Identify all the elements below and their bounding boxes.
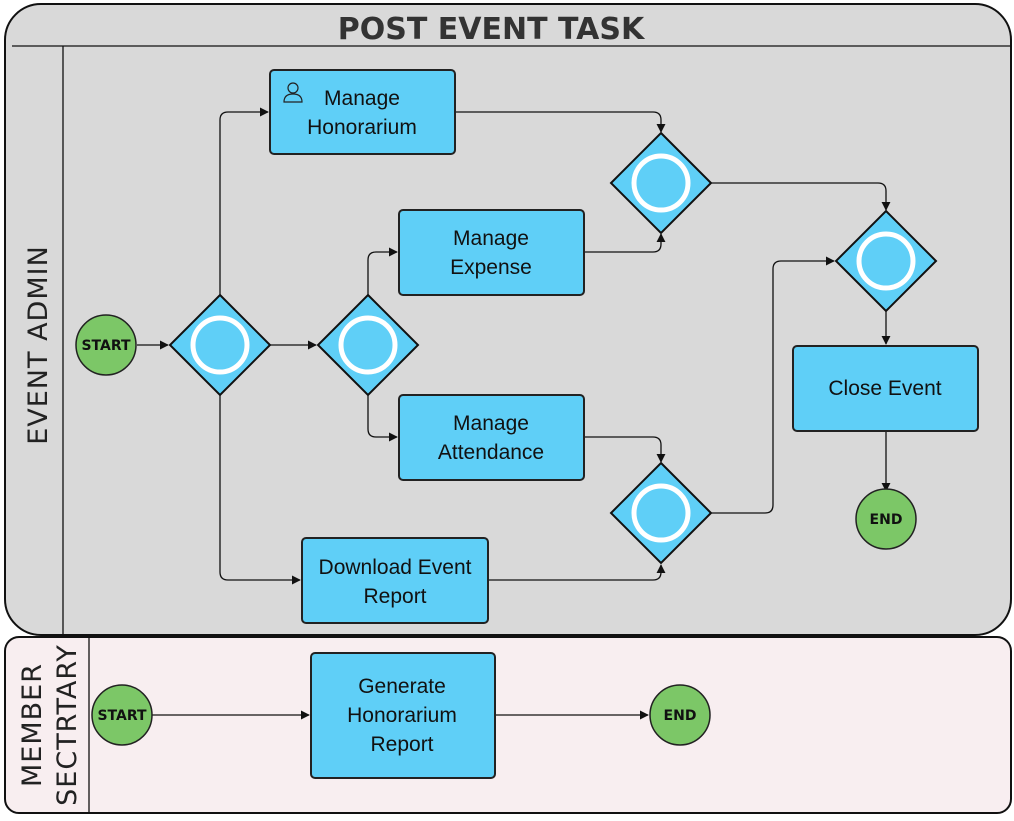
flow-gateway-2-to-manage-expense — [367, 247, 398, 295]
inclusive-gateway-4 — [609, 461, 713, 565]
member-start-label: START — [97, 708, 147, 724]
member-end-event: END — [649, 684, 711, 746]
generate-honorarium-report-label-line2: Honorarium — [347, 704, 457, 727]
member-start-event: START — [91, 684, 153, 746]
flow-gateway-4-to-gateway-5 — [711, 256, 835, 514]
task-manage-expense: Manage Expense — [398, 209, 585, 296]
pool-title: POST EVENT TASK — [338, 12, 646, 47]
pool-post-event-task: POST EVENT TASK EVENT ADMIN — [4, 3, 1012, 636]
close-event-label: Close Event — [828, 377, 941, 400]
member-end-label: END — [664, 708, 697, 724]
download-event-report-label-line1: Download Event — [319, 556, 472, 579]
manage-expense-label-line2: Expense — [450, 256, 532, 279]
task-manage-attendance: Manage Attendance — [398, 394, 585, 481]
inclusive-gateway-5 — [834, 209, 938, 313]
task-manage-honorarium: Manage Honorarium — [269, 69, 456, 155]
flow-gateway-1-to-download-report — [219, 395, 301, 585]
event-admin-lane-label: EVENT ADMIN — [23, 245, 54, 445]
manage-attendance-label-line2: Attendance — [438, 441, 544, 464]
flow-manage-expense-to-gateway-3 — [584, 233, 666, 253]
sequence-flows — [137, 107, 891, 720]
flow-gateway-1-to-manage-honorarium — [219, 107, 269, 295]
generate-honorarium-report-label-line3: Report — [370, 733, 433, 756]
flow-download-report-to-gateway-4 — [488, 564, 666, 581]
task-generate-honorarium-report: Generate Honorarium Report — [310, 652, 496, 779]
admin-start-label: START — [81, 338, 131, 354]
manage-honorarium-label-line2: Honorarium — [307, 116, 417, 139]
flow-gateway-2-to-manage-attendance — [367, 395, 398, 442]
generate-honorarium-report-label-line1: Generate — [358, 675, 446, 698]
member-secretary-lane-label-line2: SECTRTARY — [52, 644, 83, 806]
member-secretary-lane-group: MEMBER SECTRTARY — [4, 636, 1012, 814]
task-close-event: Close Event — [792, 345, 979, 432]
flow-gateway-3-to-gateway-5 — [711, 182, 891, 211]
admin-end-label: END — [870, 512, 903, 528]
user-icon — [283, 82, 303, 103]
flow-manage-attendance-to-gateway-4 — [584, 436, 666, 463]
download-event-report-label-line2: Report — [363, 585, 426, 608]
flow-manage-honorarium-to-gateway-3 — [455, 111, 666, 133]
admin-end-event: END — [855, 488, 917, 550]
inclusive-gateway-1 — [168, 293, 272, 397]
manage-attendance-label-line1: Manage — [453, 412, 529, 435]
member-secretary-lane — [4, 636, 1012, 814]
task-download-event-report: Download Event Report — [301, 537, 489, 624]
manage-honorarium-label-line1: Manage — [324, 87, 400, 110]
member-secretary-lane-label-line1: MEMBER — [17, 663, 48, 787]
event-admin-lane — [4, 3, 1012, 636]
admin-start-event: START — [75, 314, 137, 376]
inclusive-gateway-3 — [609, 131, 713, 235]
inclusive-gateway-2 — [316, 293, 420, 397]
manage-expense-label-line1: Manage — [453, 227, 529, 250]
